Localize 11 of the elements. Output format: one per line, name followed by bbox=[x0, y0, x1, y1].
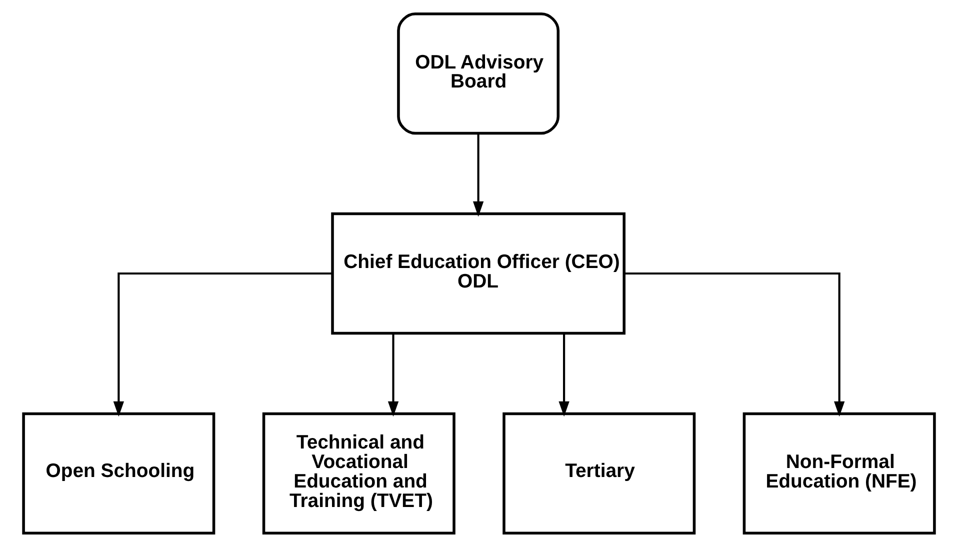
arrow bbox=[388, 333, 399, 417]
arrow bbox=[558, 333, 570, 417]
arrow bbox=[113, 272, 332, 417]
node-box: Non-Formal Education (NFE) bbox=[742, 412, 936, 535]
node-box: ODL Advisory Board bbox=[397, 12, 560, 135]
node-box: Technical and Vocational Education and Training (TVET) bbox=[262, 412, 456, 535]
arrow bbox=[624, 272, 845, 417]
node-box: Open Schooling bbox=[22, 412, 216, 535]
node-box: Chief Education Officer (CEO) ODL bbox=[331, 212, 626, 335]
arrow bbox=[472, 134, 484, 217]
node-box: Tertiary bbox=[502, 412, 696, 535]
